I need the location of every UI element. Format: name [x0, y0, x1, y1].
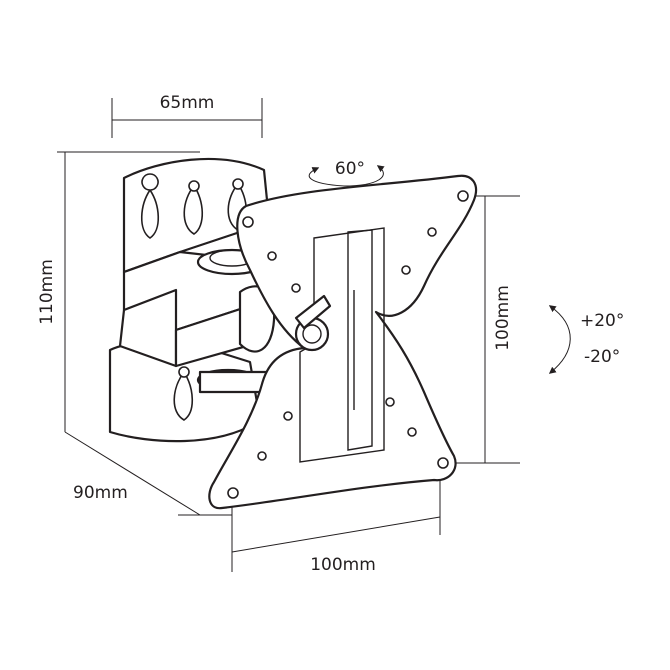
dim-label-90mm: 90mm — [73, 483, 128, 503]
vesa-plate — [208, 174, 478, 510]
dimension-90mm: 90mm — [64, 431, 232, 516]
keyhole-slot-4 — [173, 371, 194, 421]
vesa-hole-bottom-left — [227, 487, 239, 499]
vesa-hole-bottom-right — [437, 457, 449, 469]
tilt-indicator: +20° -20° — [548, 305, 624, 374]
vesa-hole-top-right — [457, 190, 469, 202]
dimension-100mm-vertical: 100mm — [450, 195, 520, 464]
dimension-110mm: 110mm — [37, 151, 200, 432]
swivel-indicator: 60° — [308, 159, 385, 187]
vesa-holes — [227, 190, 469, 499]
swivel-label: 60° — [335, 159, 365, 179]
vesa-hole-top-left — [242, 216, 254, 228]
dim-label-65mm: 65mm — [160, 93, 215, 113]
keyhole-slot-2 — [183, 185, 204, 235]
tilt-up-label: +20° — [580, 311, 624, 331]
wall-plate — [108, 157, 270, 443]
dim-label-110mm: 110mm — [37, 259, 57, 325]
dim-label-100mm-vertical: 100mm — [493, 285, 513, 351]
dim-label-100mm-horizontal: 100mm — [310, 555, 376, 575]
keyhole-slot-1 — [140, 173, 160, 239]
dimension-65mm: 65mm — [111, 93, 263, 138]
tilt-down-label: -20° — [584, 347, 620, 367]
